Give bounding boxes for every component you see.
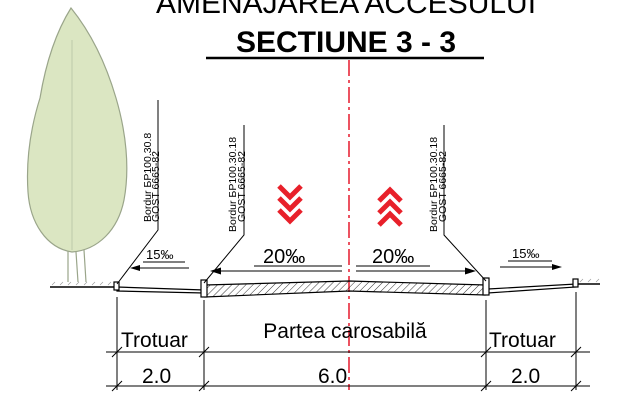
slope-arrow-left-sidewalk [130, 265, 189, 271]
road-pavement [204, 280, 486, 298]
dimension-left: 2.0 [142, 365, 171, 388]
section-title: SECTIUNE 3 - 3 [236, 26, 456, 59]
drawing-title-top: AMENAJAREA ACCESULUI [156, 0, 536, 20]
curb-left-inner [200, 279, 208, 298]
sidewalk-left [116, 286, 205, 294]
sidewalk-right [487, 283, 577, 294]
curb-left-outer [113, 281, 120, 291]
slope-arrow-left-road [210, 267, 342, 275]
zone-label-right: Trotuar [489, 329, 556, 352]
dimension-right: 2.0 [511, 365, 540, 388]
curb-right-outer [572, 278, 579, 288]
curb-label-left-inner-line2: GOST 6665-82 [236, 151, 248, 222]
zone-label-center: Partea carosabilă [263, 320, 427, 343]
zone-label-left: Trotuar [121, 329, 188, 352]
leader-right-inner [443, 125, 487, 282]
slope-right-sidewalk: 15‰ [512, 246, 539, 261]
chevron-up-triple-icon [377, 186, 403, 227]
slope-left-road: 20‰ [263, 246, 305, 268]
zone-dimension-lines [106, 292, 590, 392]
leader-left-outer [116, 100, 159, 285]
dimension-center: 6.0 [318, 365, 347, 388]
curb-right-inner [482, 277, 490, 296]
leader-left-inner [203, 125, 245, 284]
curb-label-right-inner-line1: Bordur БР100.30.18 [428, 137, 440, 232]
curb-label-left-inner-line1: Bordur БР100.30.18 [227, 137, 239, 232]
slope-right-road: 20‰ [372, 246, 414, 268]
curb-label-right-inner-line2: GOST 6665-82 [437, 151, 449, 222]
slope-arrow-right-road [356, 267, 476, 275]
poplar-tree-icon [26, 6, 128, 283]
curb-label-left-outer-line1: Bordur БР100.30.8 [142, 133, 154, 222]
slope-arrow-right-sidewalk [500, 264, 562, 270]
chevron-down-triple-icon [277, 184, 303, 225]
curb-label-left-outer-line2: GOST 6665-82 [150, 151, 162, 222]
slope-left-sidewalk: 15‰ [146, 247, 173, 262]
